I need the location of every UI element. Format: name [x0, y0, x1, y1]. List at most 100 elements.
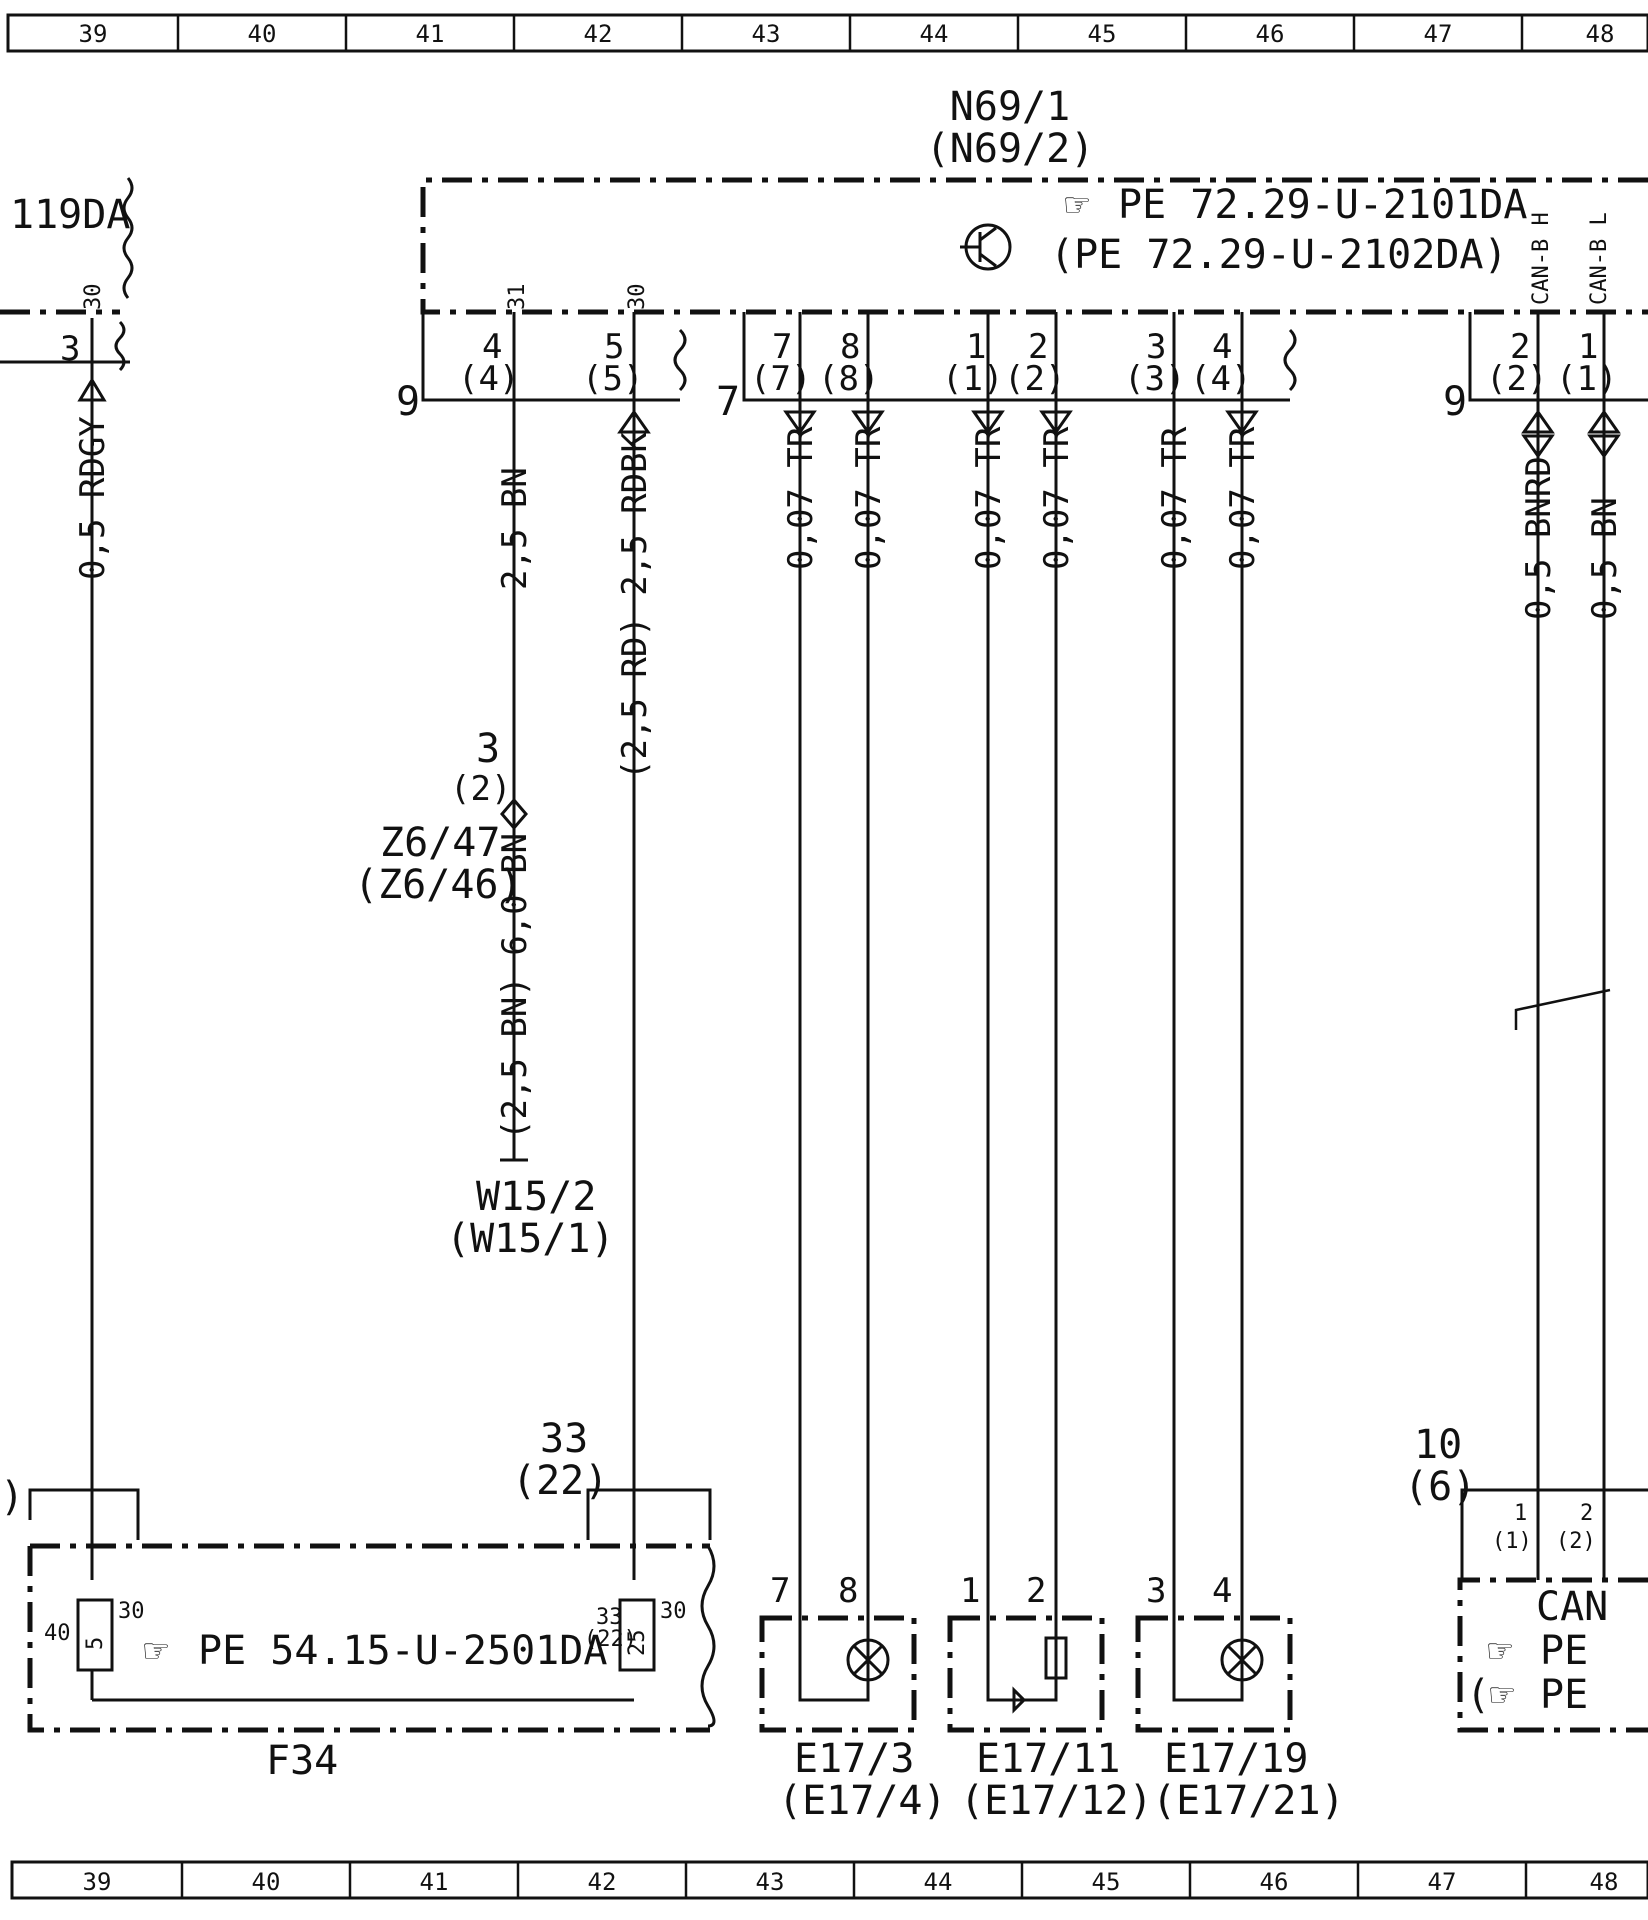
- wire-tr-4: 0,07 TR: [1223, 426, 1263, 570]
- pin-2: 2: [1028, 327, 1048, 367]
- pin-8b: (8): [818, 359, 879, 399]
- ruler-cell-39: 39: [83, 1868, 112, 1896]
- wire-rdbk: (2,5 RD) 2,5 RDBK: [615, 431, 655, 780]
- can-module: 10 (6) 1 (1) 2 (2) CAN ☞ PE ( ☞ PE: [1404, 1422, 1648, 1733]
- connector-bracket-9b: 9: [1443, 312, 1648, 425]
- hand-pointer-icon: ☞: [1490, 1672, 1514, 1718]
- bottom-ruler: 39 40 41 42 43 44 45 46 47 48: [10, 1860, 1648, 1900]
- pin-4: 4: [482, 327, 502, 367]
- left-pin-30: 30: [81, 284, 106, 311]
- pin-4b: (4): [458, 359, 519, 399]
- lamp-e17-11: 1 2 E17/11 (E17/12): [947, 1571, 1153, 1824]
- ruler-cell-39: 39: [79, 20, 108, 48]
- pin-7b: (7): [750, 359, 811, 399]
- left-module-ref: 119DA: [10, 192, 130, 238]
- lamp-1-alt: (E17/4): [778, 1778, 947, 1824]
- wire-tr-1: 0,07 TR: [969, 426, 1009, 570]
- fusebox-f34: ) 33 (22) 5 40 30 ☞ PE 54.15-U-2501DA 25…: [0, 1416, 716, 1784]
- fuse-1: [76, 1598, 114, 1672]
- pin-31: 31: [505, 284, 530, 311]
- ground-name: W15/2: [476, 1174, 596, 1220]
- hand-pointer-icon: ☞: [144, 1628, 168, 1674]
- wire-rdgy: 0,5 RDGY: [73, 416, 113, 580]
- ruler-cell-43: 43: [756, 1868, 785, 1896]
- pin-3b: (3): [1124, 359, 1185, 399]
- splice-num: 3: [476, 726, 500, 772]
- can-module-ref-2: PE: [1540, 1672, 1588, 1718]
- lamp-3-alt: (E17/21): [1152, 1778, 1345, 1824]
- wire-bn-can: 0,5 BN: [1585, 497, 1625, 620]
- lamp-2-alt: (E17/12): [960, 1778, 1153, 1824]
- connector-bracket-7: 7: [716, 312, 1297, 425]
- control-module-n69: N69/1 (N69/2) ☞ PE 72.29-U-2101DA (PE 72…: [420, 84, 1648, 315]
- connector-9-label: 9: [396, 379, 420, 425]
- fuse-1-in: 40: [44, 1621, 71, 1646]
- ruler-cell-41: 41: [420, 1868, 449, 1896]
- splice-z6-47: 3 (2) Z6/47 (Z6/46) (2,5 BN) 6,0 BN: [354, 726, 535, 1160]
- svg-text:): ): [0, 1474, 24, 1520]
- lamp-e17-19: 3 4 E17/19 (E17/21): [1135, 1571, 1345, 1824]
- module-ref-2: (PE 72.29-U-2102DA): [1050, 232, 1508, 278]
- module-name: N69/1: [950, 84, 1070, 130]
- fuse-1-out: 30: [118, 1599, 145, 1624]
- resistor-icon: [1044, 1636, 1068, 1680]
- module-alt-name: (N69/2): [926, 126, 1095, 172]
- wire-tr-3: 0,07 TR: [1155, 426, 1195, 570]
- fuse-2: [618, 1598, 656, 1672]
- ruler-cell-45: 45: [1088, 20, 1117, 48]
- can-l-label: CAN-B L: [1587, 212, 1612, 305]
- hand-pointer-icon: ☞: [1488, 1628, 1512, 1674]
- splice-name: Z6/47: [380, 820, 500, 866]
- wire-tr-7: 0,07 TR: [781, 426, 821, 570]
- can-pin-1: 1: [1578, 327, 1598, 367]
- bulb-icon: [1220, 1638, 1264, 1682]
- lamp-1-pin-a: 7: [770, 1571, 790, 1611]
- can-mod-pin-2b: (2): [1556, 1529, 1596, 1554]
- fuse-2-in: 33: [596, 1605, 623, 1630]
- pin-5: 5: [604, 327, 624, 367]
- lamp-3-pin-b: 4: [1212, 1571, 1232, 1611]
- ground-w15: W15/2 (W15/1): [446, 1158, 615, 1262]
- left-pin-3: 3: [60, 329, 80, 369]
- fusebox-ref: PE 54.15-U-2501DA: [198, 1628, 607, 1674]
- fuse-2-in-b: (22): [584, 1627, 637, 1652]
- can-conn-num: 10: [1414, 1422, 1462, 1468]
- bulb-icon: [846, 1638, 890, 1682]
- ruler-cell-42: 42: [588, 1868, 617, 1896]
- wire-bnrd: 0,5 BNRD: [1519, 456, 1559, 620]
- ruler-cell-48: 48: [1590, 1868, 1619, 1896]
- lamp-2-name: E17/11: [976, 1736, 1121, 1782]
- pin-7: 7: [772, 327, 792, 367]
- fuse-2-out: 30: [660, 1599, 687, 1624]
- lamp-1-pin-b: 8: [838, 1571, 858, 1611]
- can-conn-alt: (6): [1404, 1464, 1476, 1510]
- led-icon: [1012, 1686, 1027, 1714]
- ruler-cell-42: 42: [584, 20, 613, 48]
- pin-1b: (1): [942, 359, 1003, 399]
- connector-7-label: 7: [716, 379, 740, 425]
- ruler-cell-44: 44: [924, 1868, 953, 1896]
- can-pin-2: 2: [1510, 327, 1530, 367]
- pin-4r: 4: [1212, 327, 1232, 367]
- ruler-cell-43: 43: [752, 20, 781, 48]
- lamp-2-pin-a: 1: [960, 1571, 980, 1611]
- left-partial-module: 119DA 30 3: [0, 177, 134, 372]
- fuse-2-value: 25: [625, 1630, 650, 1657]
- can-h-label: CAN-B H: [1529, 212, 1554, 305]
- ground-alt-name: (W15/1): [446, 1216, 615, 1262]
- ruler-cell-46: 46: [1256, 20, 1285, 48]
- lamp-e17-3: 7 8 E17/3 (E17/4): [759, 1571, 947, 1824]
- pin-1: 1: [966, 327, 986, 367]
- ruler-cell-45: 45: [1092, 1868, 1121, 1896]
- transistor-icon: [960, 223, 1012, 271]
- wire-tr-2: 0,07 TR: [1037, 426, 1077, 570]
- splice-alt-name: (Z6/46): [354, 862, 523, 908]
- wire-bn: 2,5 BN: [495, 467, 535, 590]
- ruler-cell-47: 47: [1424, 20, 1453, 48]
- module-ref-1: PE 72.29-U-2101DA: [1118, 182, 1527, 228]
- splice-alt: (2): [450, 769, 511, 809]
- module-outline: [420, 177, 1648, 315]
- connector-bracket-9: 9: [396, 312, 687, 425]
- lamp-1-name: E17/3: [794, 1736, 914, 1782]
